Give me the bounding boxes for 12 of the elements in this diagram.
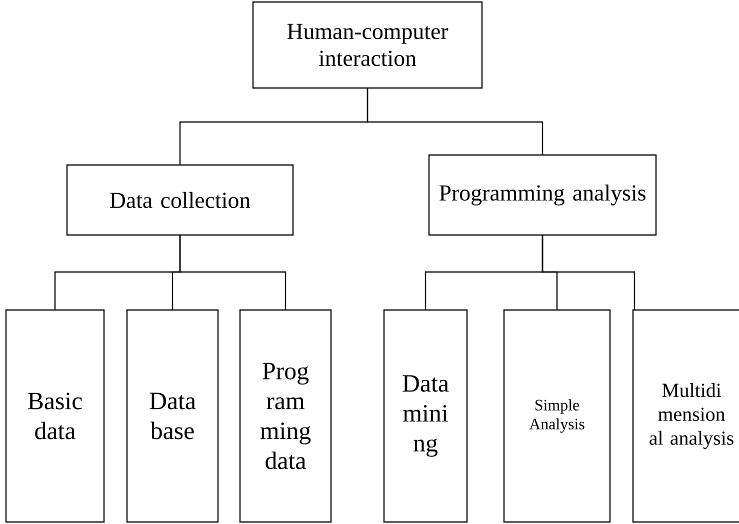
root-box: Human-computer interaction <box>252 1 483 89</box>
leaf-box: Multidi mension al analysis <box>632 309 739 523</box>
leaf-box: Data base <box>126 309 219 523</box>
category-box: Data collection <box>66 164 294 236</box>
leaf-box: Prog ram ming data <box>239 309 332 523</box>
connector-line <box>366 88 544 154</box>
leaf-box: Simple Analysis <box>503 309 611 523</box>
leaf-box: Basic data <box>5 309 105 523</box>
category-box: Programming analysis <box>428 154 657 236</box>
leaf-box: Data mini ng <box>383 309 468 523</box>
connector-line <box>179 236 286 310</box>
connector-line <box>542 236 636 310</box>
